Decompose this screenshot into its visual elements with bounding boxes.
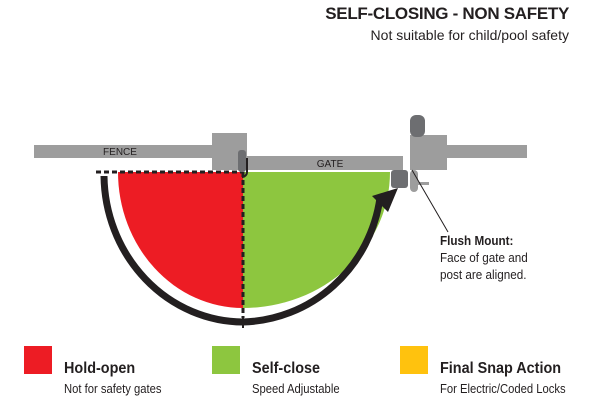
latch-body-icon [391,170,408,188]
self-close-swatch [212,346,240,374]
right-post [410,135,447,170]
legend-label: Hold-open [64,360,136,377]
flush-mount-callout: Flush Mount: Face of gate and post are a… [440,232,528,283]
gate-bar [247,156,403,170]
fence-label: FENCE [103,147,137,158]
callout-line-1: Face of gate and [440,250,528,265]
latch-top-icon [410,115,425,137]
self-close-zone [243,172,390,308]
post-bar [447,145,527,158]
gate-label: GATE [317,159,344,170]
legend-label: Final Snap Action [440,360,562,377]
legend-sub: For Electric/Coded Locks [440,382,566,396]
legend-sub: Speed Adjustable [252,382,340,396]
legend-sub: Not for safety gates [64,382,162,396]
callout-title: Flush Mount: [440,233,514,248]
hinge-icon [238,150,246,172]
hold-open-swatch [24,346,52,374]
arrow-head-icon [372,188,398,212]
callout-line [411,169,449,233]
final-snap-swatch [400,346,428,374]
hold-open-zone [118,172,243,308]
page-subtitle: Not suitable for child/pool safety [370,27,569,43]
page-title: SELF-CLOSING - NON SAFETY [325,4,569,23]
legend-label: Self-close [252,360,321,377]
fence-bar [34,145,212,158]
callout-line-2: post are aligned. [440,267,527,282]
